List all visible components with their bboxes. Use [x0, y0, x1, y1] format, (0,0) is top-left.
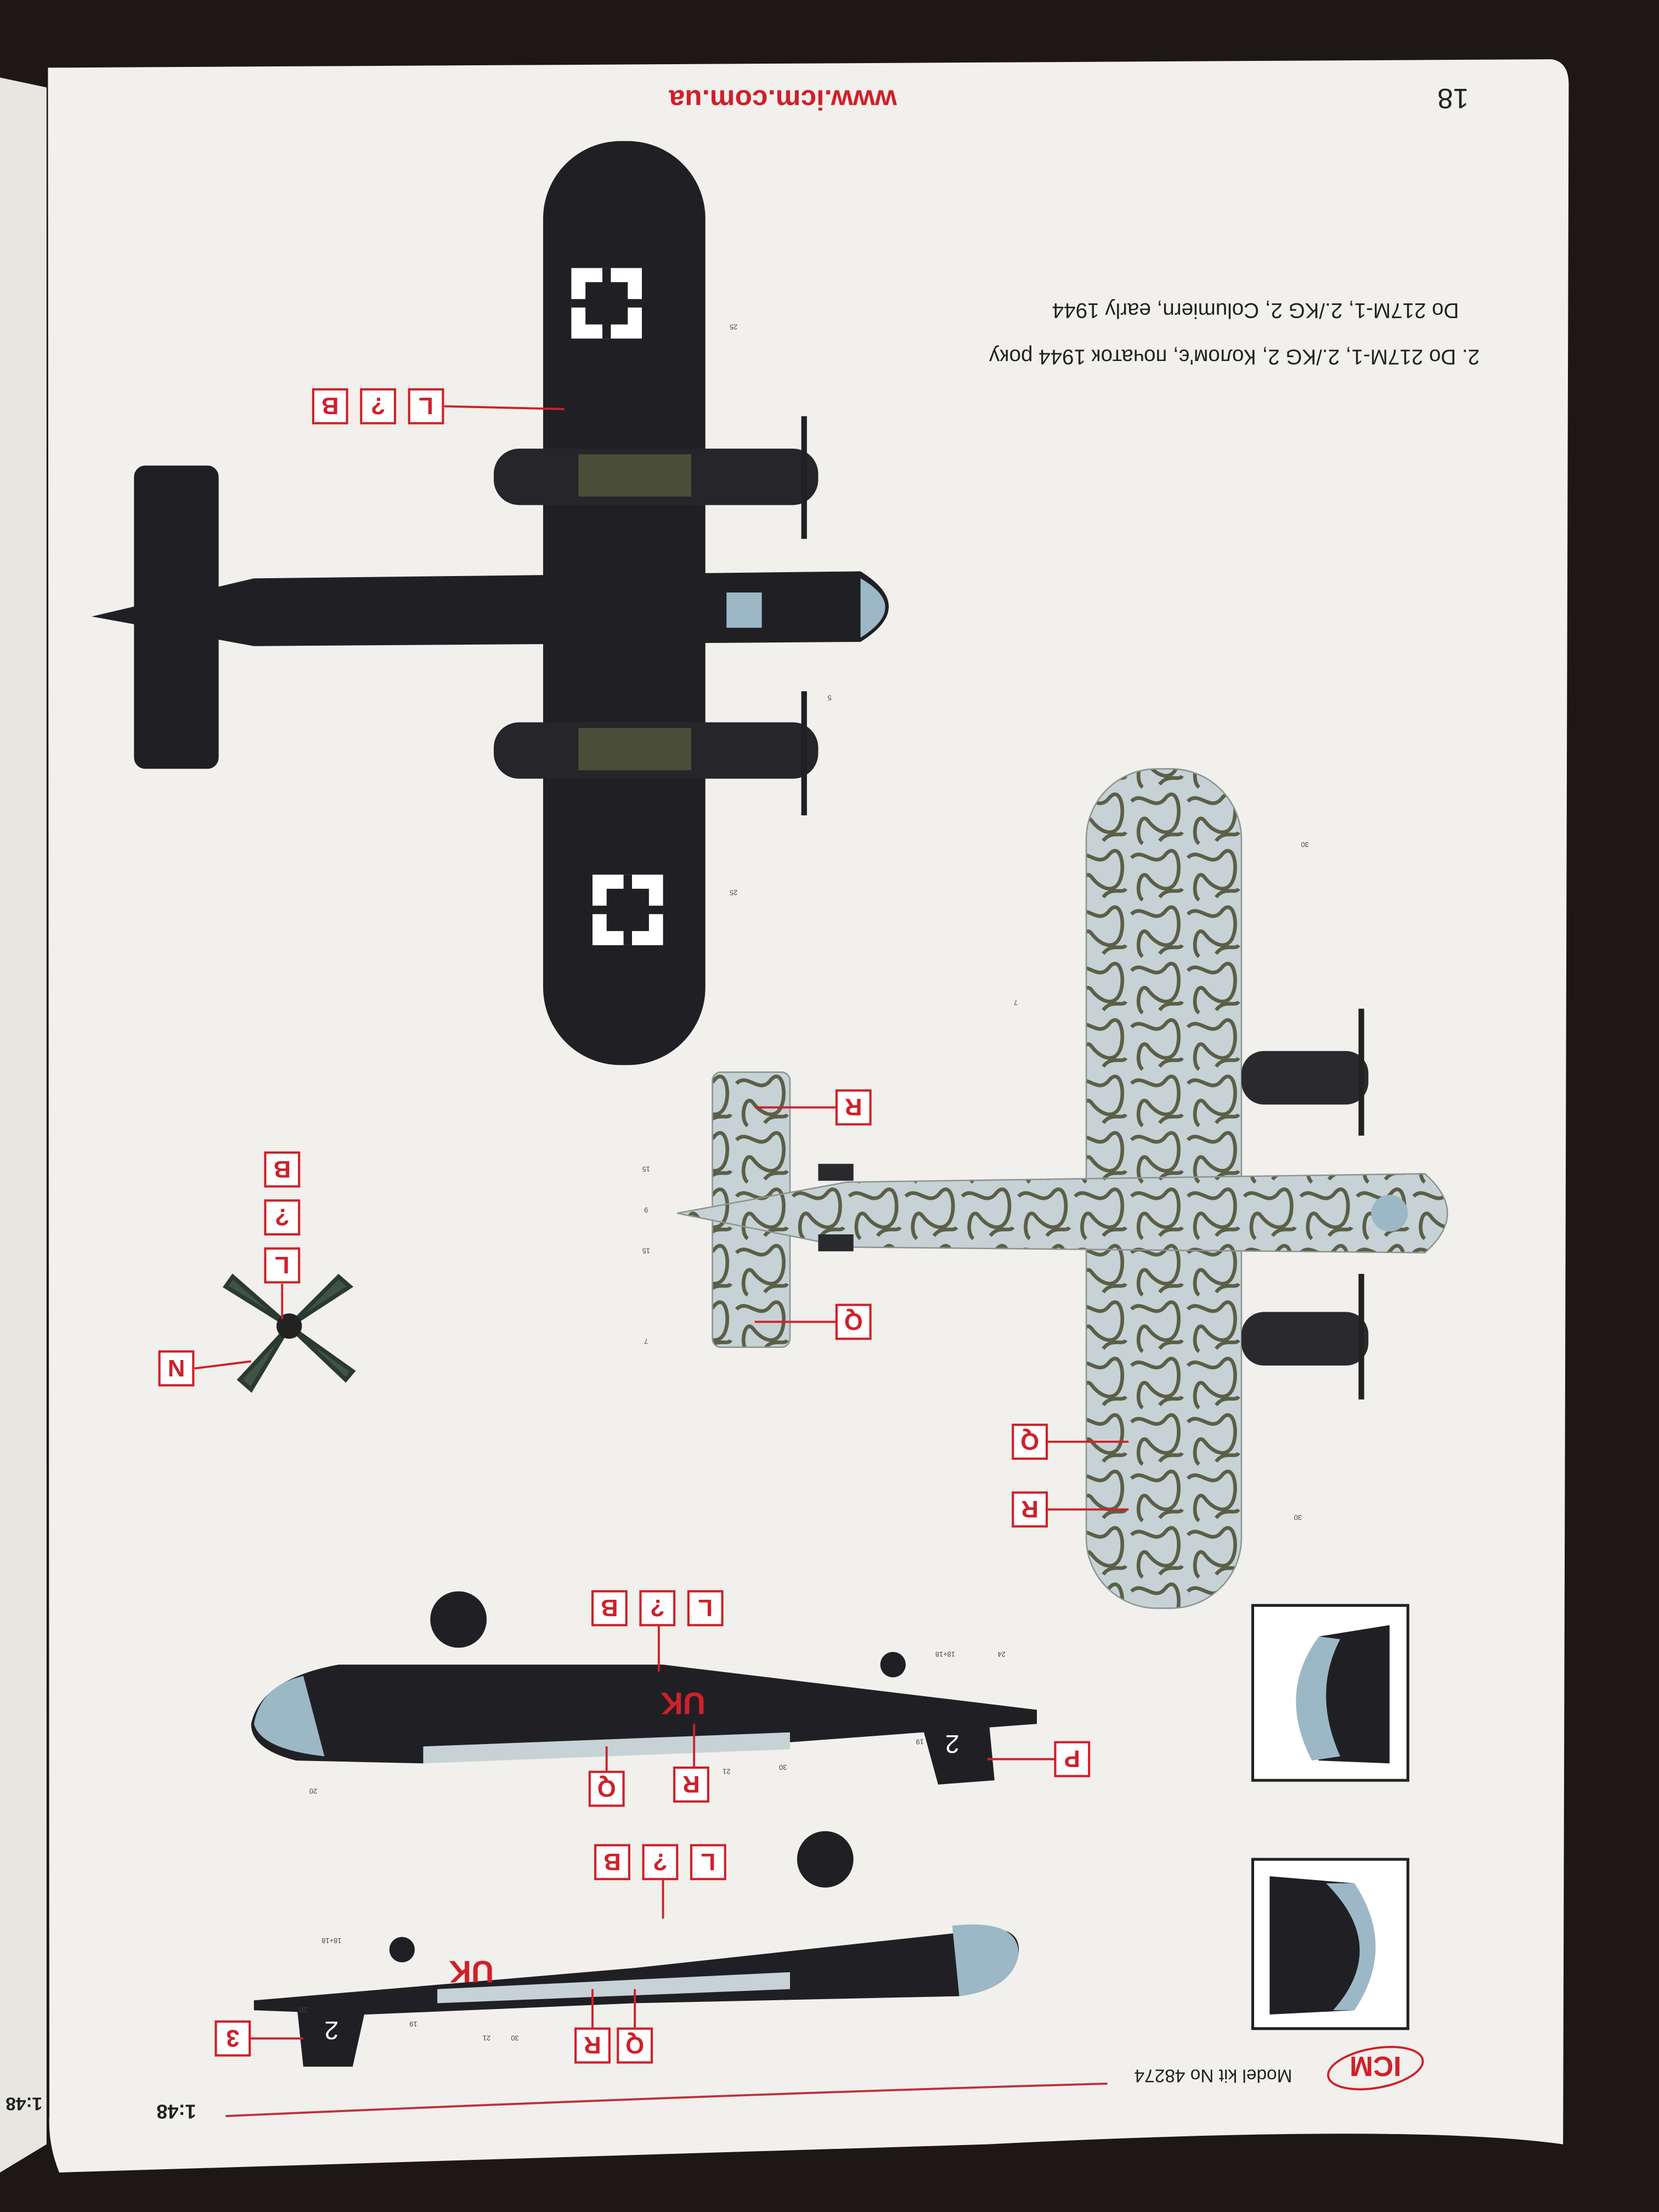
nose-detail-inset-2	[1251, 1858, 1409, 2030]
part-callout-numbers: 25 5 25 30 7 15 9 15 7 30 19 30 21 20 24 18+18 19 30 21 20 1…	[300, 323, 1309, 2042]
balkenkreuz-icon	[571, 268, 642, 339]
part-callout-number: 19	[916, 1738, 923, 1746]
part-callout-number: 5	[827, 694, 831, 702]
decal-label-letter: R	[584, 2032, 601, 2058]
decal-label-letter: Q	[597, 1775, 616, 1802]
decal-label-box: Q	[835, 1304, 872, 1340]
footer: ICM Model kit No 48274 1:48	[156, 2046, 1424, 2123]
scale-label: 1:48	[156, 2101, 196, 2123]
fuselage-code: UK	[449, 1954, 494, 1989]
decal-label-letter: N	[168, 1355, 185, 1381]
decal-label-box: ?	[264, 1199, 301, 1236]
part-callout-number: 18+18	[935, 1650, 955, 1658]
decal-label-box: N	[158, 1350, 195, 1387]
decal-label-box: B	[312, 388, 348, 425]
part-callout-number: 30	[1301, 840, 1308, 849]
decal-label-box: ?	[639, 1590, 676, 1627]
decal-label-box: B	[264, 1151, 301, 1188]
propeller-diagram	[222, 1273, 356, 1393]
decal-label-letter: L	[698, 1594, 713, 1621]
decal-label-letter: R	[1021, 1496, 1039, 1522]
decal-label-box: L	[687, 1590, 724, 1627]
decal-label-letter: B	[601, 1594, 618, 1621]
decal-label-box: R	[673, 1766, 709, 1803]
decal-label-letter: B	[321, 392, 339, 419]
part-callout-number: 30	[1294, 1514, 1302, 1522]
part-callout-number: 30	[511, 2034, 518, 2042]
part-callout-number: 21	[723, 1768, 730, 1776]
decal-label-box: Q	[588, 1770, 625, 1807]
balkenkreuz-icon	[592, 874, 663, 945]
decal-label-box: B	[594, 1844, 630, 1881]
part-callout-number: 21	[483, 2034, 490, 2042]
footer-red-line	[225, 2083, 1108, 2118]
fin-number: 2	[945, 1730, 960, 1758]
decal-label-box: R	[835, 1089, 872, 1126]
kit-number: Model kit No 48274	[1135, 2065, 1293, 2085]
part-callout-number: 25	[730, 889, 737, 897]
decal-label-letter: B	[274, 1155, 291, 1182]
decal-label-box: 3	[215, 2020, 251, 2057]
decal-label-letter: L	[275, 1251, 290, 1278]
caption-english: Do 217M-1, 2./KG 2, Columiern, early 194…	[1052, 298, 1459, 322]
website-link[interactable]: www.icm.com.ua	[669, 84, 898, 116]
part-callout-number: 24	[998, 1650, 1006, 1658]
side-view-aircraft-2: UK 2	[253, 1831, 1019, 2067]
part-callout-number: 7	[1014, 998, 1018, 1007]
part-callout-number: 7	[644, 1337, 648, 1345]
top-view-aircraft	[92, 141, 889, 1065]
decal-label-letter: Q	[625, 2032, 644, 2058]
fuselage-code: UK	[661, 1686, 706, 1721]
decal-label-box: Q	[617, 2027, 653, 2064]
part-callout-number: 18+18	[321, 1937, 341, 1945]
part-callout-number: 20	[309, 1787, 317, 1796]
part-callout-number: 25	[730, 323, 737, 331]
decal-label-letter: P	[1064, 1745, 1080, 1772]
part-callout-number: 19	[409, 2020, 417, 2028]
decal-label-letter: R	[845, 1093, 862, 1120]
part-callout-number: 15	[642, 1165, 650, 1173]
decal-label-box: R	[1012, 1491, 1048, 1528]
decal-label-box: ?	[642, 1844, 679, 1881]
bottom-view-aircraft	[677, 768, 1448, 1609]
decal-label-box: ?	[360, 388, 397, 425]
decal-label-letter: ?	[653, 1848, 668, 1875]
part-callout-number: 30	[779, 1763, 787, 1771]
icm-logo: ICM	[1350, 2051, 1401, 2083]
caption-ukrainian: 2. Do 217M-1, 2./KG 2, Колом'є, початок …	[989, 345, 1480, 369]
decal-label-letter: L	[701, 1848, 716, 1875]
nose-detail-inset-1	[1251, 1604, 1409, 1782]
decal-label-letter: ?	[275, 1204, 290, 1231]
decal-label-letter: ?	[650, 1594, 665, 1621]
decal-label-letter: R	[682, 1770, 700, 1797]
decal-label-letter: Q	[844, 1308, 863, 1335]
decal-label-box: L	[264, 1247, 301, 1284]
decal-label-letter: 3	[226, 2024, 239, 2051]
decal-label-letter: B	[603, 1848, 621, 1875]
decal-label-box: L	[690, 1844, 726, 1881]
decal-label-letter: Q	[1020, 1428, 1039, 1455]
decal-label-box: P	[1054, 1741, 1091, 1778]
decal-label-box: R	[574, 2027, 611, 2064]
part-callout-number: 15	[642, 1247, 650, 1255]
page-number: 18	[1437, 83, 1469, 115]
part-callout-number: 9	[644, 1206, 648, 1214]
decal-label-box: B	[591, 1590, 628, 1627]
fin-number: 2	[324, 2016, 338, 2045]
decal-label-letter: ?	[371, 392, 386, 419]
decal-label-letter: L	[419, 392, 433, 419]
adjacent-page	[0, 77, 47, 2173]
decal-label-box: L	[408, 388, 444, 425]
part-callout-number: 20	[300, 2006, 307, 2014]
adjacent-page-scale: 1:48	[5, 2094, 42, 2114]
decal-label-box: Q	[1012, 1424, 1048, 1460]
